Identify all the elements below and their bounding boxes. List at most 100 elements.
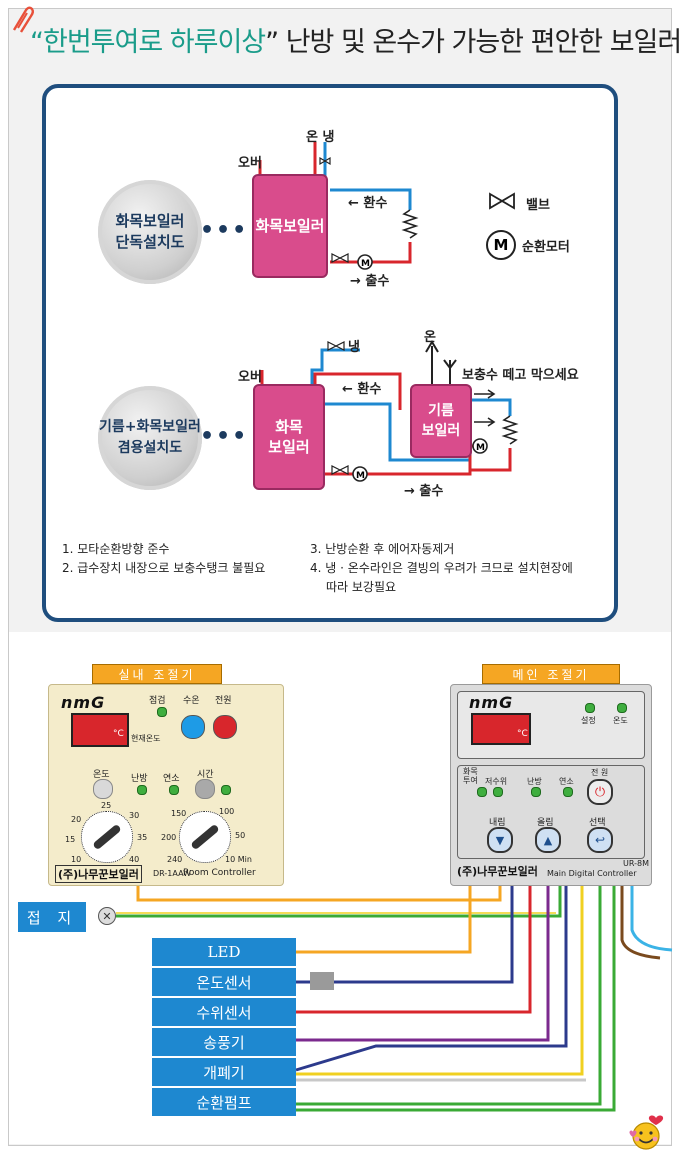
note-4a: 4. 냉 · 온수라인은 결빙의 우려가 크므로 설치현장에: [310, 561, 573, 575]
diagram2-circle-text: 기름+화목보일러 겸용설치도: [99, 419, 201, 456]
dial2-label-50: 50: [235, 831, 246, 840]
room-time-dial-knob: [190, 823, 220, 851]
main-down-button[interactable]: ▼: [487, 827, 513, 853]
diagram1-boiler-label: 화목보일러: [255, 217, 325, 235]
diagram1-circle-text: 화목보일러 단독설치도: [115, 212, 185, 251]
note-1: 1. 모타순환방향 준수: [62, 542, 170, 556]
module-label-switch: 개폐기: [152, 1058, 296, 1087]
ground-terminal-icon: ✕: [98, 907, 116, 925]
room-water-temp-label: 수온: [183, 696, 200, 706]
diagram1-wood-boiler: 화목보일러: [252, 174, 328, 278]
module-label-pump: 순환펌프: [152, 1088, 296, 1117]
title-highlight: “한번투여로 하루이상: [30, 27, 266, 58]
main-select-button[interactable]: ↩: [587, 827, 613, 853]
room-time-dial[interactable]: [179, 811, 231, 863]
room-time-led: [221, 785, 231, 795]
diagram2-oil-boiler-label: 기름 보일러: [421, 403, 461, 439]
diagram2-over-label: 오버: [238, 370, 262, 385]
room-brand-logo: nmG: [61, 693, 106, 712]
svg-text:M: M: [356, 471, 365, 481]
motor-icon: M: [486, 230, 516, 260]
room-power-label: 전원: [215, 696, 232, 706]
diagram2-dots: •••: [200, 424, 249, 449]
legend-motor-symbol: M: [493, 236, 509, 254]
main-temp-label: 온도: [613, 716, 628, 725]
main-button-panel: [457, 765, 645, 859]
legend-valve-label: 밸브: [526, 198, 550, 213]
room-check-label: 점검: [149, 696, 166, 706]
main-temp-led: [617, 703, 627, 713]
diagram2-hot-label: 온: [424, 330, 436, 345]
room-model: DR-1AAW: [153, 869, 192, 878]
main-model: UR-8M: [623, 859, 649, 868]
room-heating-led: [137, 785, 147, 795]
main-controller: nmG °C 설정 온도 화목 투여 저수위 난방 연소 전 원 ⏻ 내림 ▼ …: [450, 684, 652, 886]
room-water-temp-button[interactable]: [181, 715, 205, 739]
diagram1-dots: •••: [200, 218, 249, 243]
main-controller-header: 메인 조절기: [482, 664, 620, 684]
note-2: 2. 급수장치 내장으로 보충수탱크 불필요: [62, 561, 266, 575]
room-check-led: [157, 707, 167, 717]
main-combustion-label: 연소: [559, 777, 574, 786]
main-setting-led: [585, 703, 595, 713]
diagram1-circle-label: 화목보일러 단독설치도: [98, 180, 202, 284]
smiley-icon: [629, 1115, 664, 1150]
dial1-label-10: 10: [71, 855, 82, 864]
room-company-name: (주)나무꾼보일러: [55, 865, 142, 883]
module-label-water-sensor: 수위센서: [152, 998, 296, 1027]
main-company-name: (주)나무꾼보일러: [457, 865, 538, 878]
module-label-temp-sensor: 온도센서: [152, 968, 296, 997]
dial1-label-15: 15: [65, 835, 76, 844]
main-power-button[interactable]: ⏻: [587, 779, 613, 805]
valve-icon: [489, 192, 515, 210]
diagram2-supply-label: → 출수: [404, 484, 444, 499]
room-temp-button[interactable]: [93, 779, 113, 799]
diagram1-over-label: 오버: [238, 156, 262, 171]
ground-label: 접 지: [18, 902, 86, 932]
main-display-unit: °C: [517, 729, 528, 739]
room-time-button[interactable]: [195, 779, 215, 799]
paperclip-icon: [12, 6, 34, 33]
room-temp-dial-knob: [92, 823, 122, 851]
room-temp-dial[interactable]: [81, 811, 133, 863]
dial1-label-20: 20: [71, 815, 82, 824]
main-controller-name: Main Digital Controller: [547, 869, 637, 878]
legend-motor-label: 순환모터: [522, 240, 570, 255]
room-temp-display: [71, 713, 129, 747]
room-heating-label: 난방: [131, 774, 148, 784]
dial2-label-100: 100: [219, 807, 235, 816]
main-up-label: 올림: [537, 818, 554, 828]
room-combustion-led: [169, 785, 179, 795]
module-label-fan: 송풍기: [152, 1028, 296, 1057]
diagram2-tank-note: 보충수 떼고 막으세요: [462, 368, 579, 383]
diagram2-piping: M M: [260, 340, 519, 482]
diagram1-piping: M: [258, 142, 419, 270]
main-wood-led: [477, 787, 487, 797]
module-label-led: LED: [152, 938, 296, 967]
main-heating-label: 난방: [527, 777, 542, 786]
room-time-label: 시간: [197, 770, 214, 780]
diagram2-return-label: ← 환수: [342, 382, 382, 397]
diagram1-hot-cold-label: 온 냉: [306, 130, 335, 145]
dial1-label-25: 25: [101, 801, 112, 810]
svg-text:M: M: [476, 443, 485, 453]
room-display-unit: °C: [113, 729, 124, 739]
main-water-level-label: 저수위: [485, 777, 508, 786]
room-combustion-label: 연소: [163, 774, 180, 784]
room-current-temp-label: 현재온도: [131, 734, 161, 743]
main-setting-label: 설정: [581, 716, 596, 725]
main-wood-water-label: 화목 투여: [463, 767, 478, 785]
main-heating-led: [531, 787, 541, 797]
diagram2-wood-boiler-label: 화목 보일러: [268, 418, 310, 456]
dial2-label-150: 150: [171, 809, 187, 818]
dial2-label-10min: 10 Min: [225, 855, 252, 864]
room-power-button[interactable]: [213, 715, 237, 739]
room-controller: nmG °C 현재온도 점검 수온 전원 온도 난방 연소 시간 25 30 3…: [48, 684, 284, 886]
main-power-label: 전 원: [591, 768, 609, 777]
main-select-label: 선택: [589, 818, 606, 828]
main-up-button[interactable]: ▲: [535, 827, 561, 853]
note-3: 3. 난방순환 후 에어자동제거: [310, 542, 455, 556]
diagram1-supply-label: → 출수: [350, 274, 390, 289]
note-4b: 따라 보강필요: [326, 580, 397, 594]
